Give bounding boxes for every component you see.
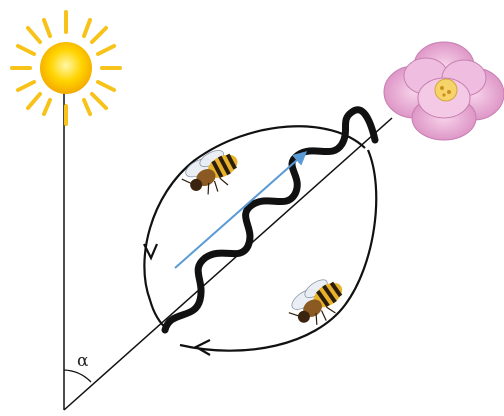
bee-icon [283, 271, 352, 335]
waggle-run [165, 110, 375, 330]
bee-icon [177, 143, 246, 204]
return-loop-right-arrowhead [196, 340, 210, 355]
angle-arc [64, 370, 91, 382]
angle-label: α [77, 351, 89, 371]
rose-icon [384, 42, 504, 140]
sun-icon [12, 12, 120, 124]
